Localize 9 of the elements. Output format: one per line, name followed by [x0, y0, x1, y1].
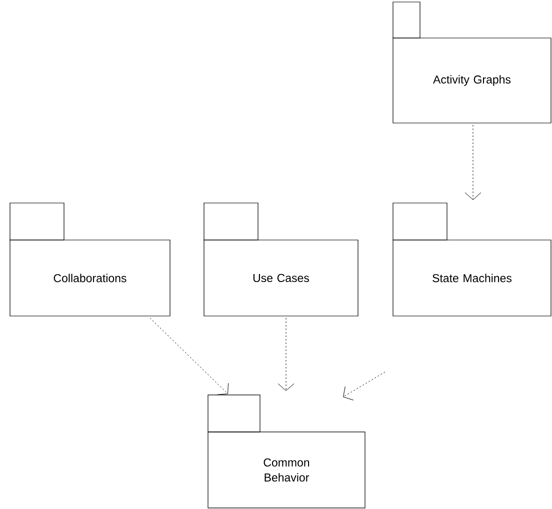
dependency-arrow [150, 318, 229, 395]
dependency-arrow [343, 372, 386, 400]
package-box: Use Cases [204, 202, 358, 316]
package-box: Activity Graphs [392, 2, 552, 124]
dependency-arrow [278, 318, 294, 391]
dependency-arrow [464, 124, 482, 200]
package-box: Common Behavior [208, 394, 366, 508]
package-box: Collaborations [10, 202, 170, 316]
package-box: State Machines [392, 202, 552, 316]
